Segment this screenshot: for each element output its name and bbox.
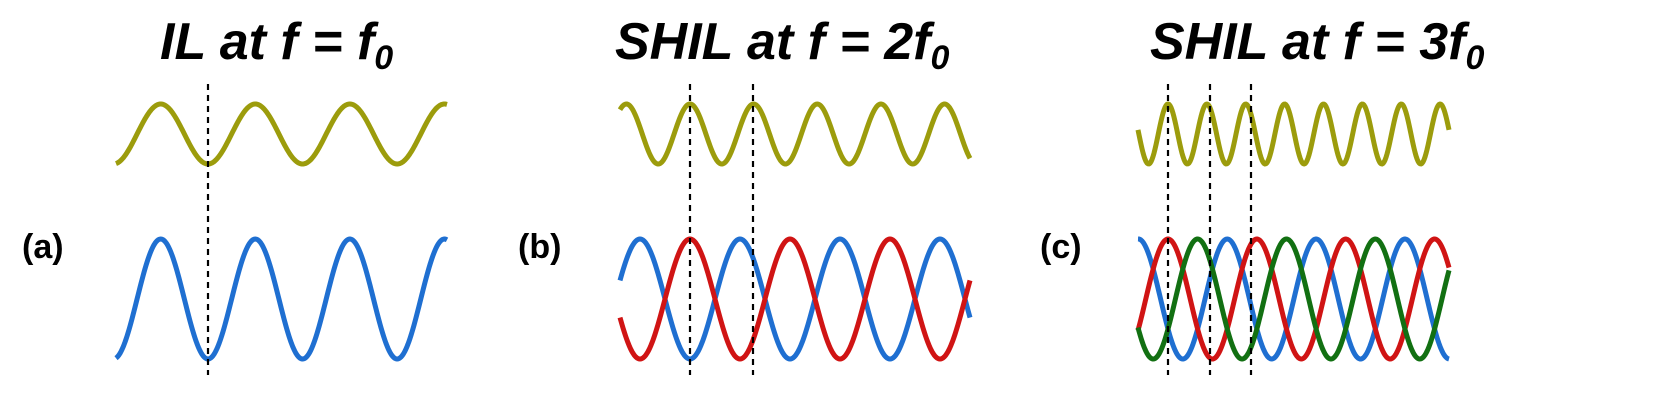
oscillator-wave-c-phase_2 xyxy=(1135,236,1452,362)
title-panel-b-main: SHIL at f = 2f xyxy=(615,13,931,71)
title-panel-b: SHIL at f = 2f0 xyxy=(615,12,949,75)
oscillator-wave-b-phase_1 xyxy=(617,236,973,362)
title-panel-a-main: IL at f = f xyxy=(160,13,375,71)
injection-wave-c xyxy=(1135,101,1452,167)
title-panel-c-main: SHIL at f = 3f xyxy=(1150,13,1466,71)
panel-label-c: (c) xyxy=(1040,228,1082,266)
panel-label-a: (a) xyxy=(22,228,64,266)
title-panel-c-subscript: 0 xyxy=(1465,39,1485,77)
oscillator-wave-c-phase_3 xyxy=(1135,236,1452,362)
title-panel-a-subscript: 0 xyxy=(374,39,394,77)
title-panel-c: SHIL at f = 3f0 xyxy=(1150,12,1484,75)
panel-label-b: (b) xyxy=(518,228,562,266)
injection-wave-b xyxy=(617,101,973,167)
oscillator-wave-b-phase_2 xyxy=(617,236,973,362)
title-panel-b-subscript: 0 xyxy=(930,39,950,77)
oscillator-wave-c-phase_1 xyxy=(1136,236,1451,362)
oscillator-wave-a-phase_1 xyxy=(114,236,449,362)
injection-wave-a xyxy=(114,101,449,167)
title-panel-a: IL at f = f0 xyxy=(160,12,393,75)
